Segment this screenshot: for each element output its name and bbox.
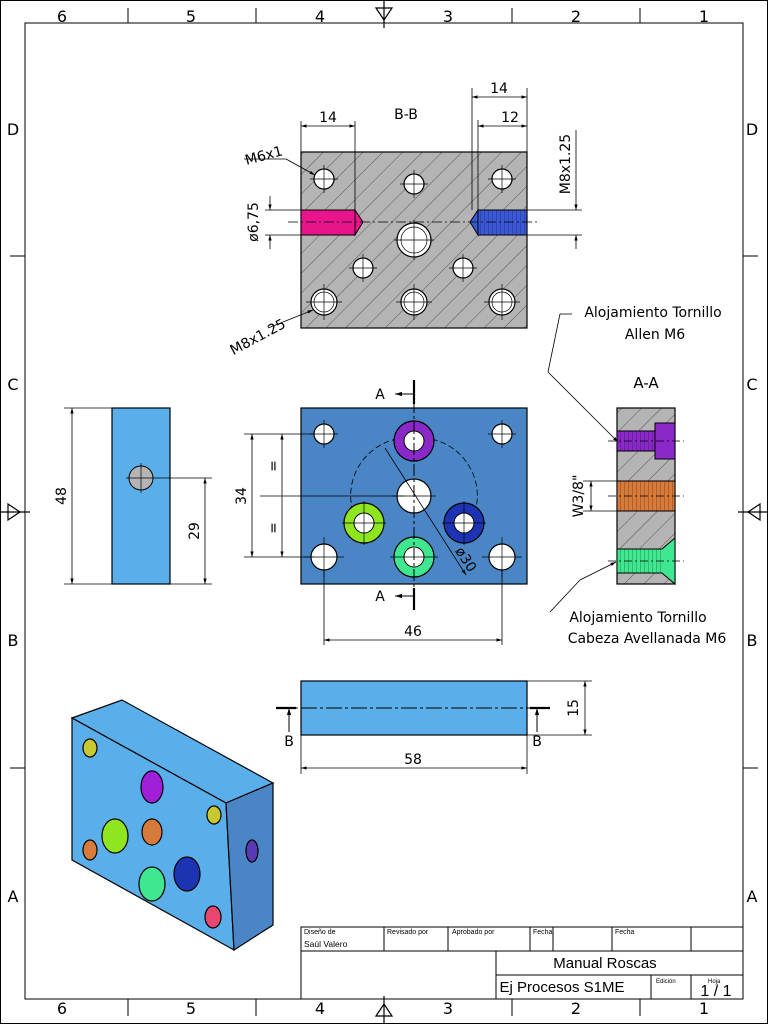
date-label-2: Fecha — [615, 929, 635, 936]
zone-row-left: D — [7, 120, 19, 139]
section-aa-label: A-A — [633, 374, 659, 392]
side-view-body — [111, 407, 171, 585]
sheet-number: 1 / 1 — [700, 983, 731, 1000]
cut-label-b-left: B — [284, 734, 294, 750]
date-label-1: Fecha — [533, 929, 553, 936]
zone-col-top: 4 — [315, 7, 325, 26]
zone-row-left: C — [7, 375, 18, 394]
front-view — [300, 380, 528, 610]
callout-allen-line1: Alojamiento Tornillo — [584, 305, 721, 321]
dim-29: 29 — [187, 522, 203, 540]
cut-label-a-top: A — [375, 387, 385, 403]
diameter-6-75: ø6,75 — [246, 202, 262, 242]
thread-w38: W3/8" — [571, 475, 587, 518]
zone-col-top: 6 — [57, 7, 67, 26]
dim-15: 15 — [566, 699, 582, 717]
dim-48: 48 — [54, 487, 70, 505]
equal-mark-bottom: = — [266, 522, 282, 534]
thread-m8-bottom: M8x1.25 — [228, 316, 289, 359]
zone-row-left: A — [8, 887, 19, 906]
dim-58: 58 — [404, 752, 422, 768]
zone-col-bottom: 1 — [699, 999, 709, 1018]
callout-allen-line2: Allen M6 — [625, 327, 685, 343]
designer-name: Saúl Valero — [304, 939, 348, 949]
section-bb-label: B-B — [394, 107, 418, 123]
zone-row-right: D — [746, 120, 758, 139]
zone-col-bottom: 2 — [571, 999, 581, 1018]
thread-m8-right: M8x1.25 — [558, 134, 574, 194]
aa-dimensions: Alojamiento Tornillo Allen M6 W3/8" Aloj… — [547, 305, 727, 647]
zone-row-right: B — [747, 631, 758, 650]
section-view-aa: A-A — [608, 374, 684, 586]
top-view — [276, 680, 550, 736]
top-dimensions: B B 15 58 — [284, 680, 592, 774]
zone-col-bottom: 6 — [57, 999, 67, 1018]
thread-hole-left-magenta — [300, 209, 356, 236]
edition-label: Edición — [656, 979, 676, 985]
zone-labels: 6 5 4 3 2 1 6 5 4 3 2 1 D C B A D C B A — [7, 7, 758, 1018]
zone-col-top: 3 — [443, 7, 453, 26]
isometric-view — [70, 699, 275, 952]
zone-col-bottom: 5 — [186, 999, 196, 1018]
zone-col-bottom: 3 — [443, 999, 453, 1018]
reviewed-by-label: Revisado por — [387, 929, 429, 936]
zone-row-right: C — [746, 375, 757, 394]
zone-col-top: 2 — [571, 7, 581, 26]
callout-countersunk-line2: Cabeza Avellanada M6 — [568, 631, 727, 647]
zone-col-top: 1 — [699, 7, 709, 26]
dim-46: 46 — [404, 624, 422, 640]
drawing-title: Manual Roscas — [553, 955, 656, 972]
dim-14-top: 14 — [490, 81, 508, 97]
title-block: Diseño de Saúl Valero Revisado por Aprob… — [300, 926, 744, 1000]
zone-row-left: B — [8, 631, 19, 650]
dim-14-left: 14 — [319, 110, 337, 126]
sheet-label: Hoja — [708, 979, 721, 985]
cut-label-a-bottom: A — [375, 589, 385, 605]
side-dimensions: 48 29 — [54, 407, 212, 585]
equal-mark-top: = — [266, 460, 282, 472]
dim-34: 34 — [234, 487, 250, 505]
zone-col-top: 5 — [186, 7, 196, 26]
iso-side-face — [225, 782, 274, 952]
zone-col-bottom: 4 — [315, 999, 325, 1018]
callout-countersunk-line1: Alojamiento Tornillo — [569, 610, 706, 626]
cut-label-b-right: B — [532, 734, 542, 750]
zone-row-right: A — [747, 887, 758, 906]
designed-by-label: Diseño de — [304, 929, 336, 936]
thread-m6: M6x1 — [243, 143, 284, 168]
drawing-subtitle: Ej Procesos S1ME — [499, 979, 624, 996]
dim-12: 12 — [501, 110, 519, 126]
section-view-bb — [288, 151, 540, 329]
approved-by-label: Aprobado por — [452, 929, 495, 936]
side-view — [111, 407, 171, 585]
